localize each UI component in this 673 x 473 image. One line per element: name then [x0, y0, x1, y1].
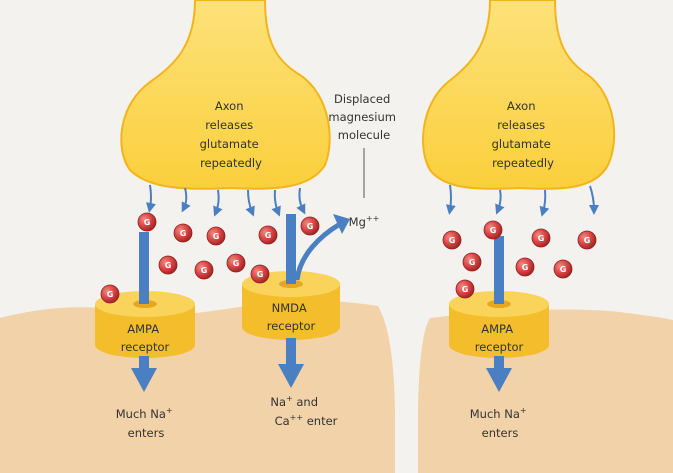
ampa-receptor-left — [95, 291, 195, 358]
glutamate-molecule: G — [515, 257, 535, 277]
glutamate-molecule: G — [226, 253, 246, 273]
glutamate-molecule: G — [250, 264, 270, 284]
svg-text:G: G — [538, 234, 545, 243]
release-arrow — [495, 189, 505, 215]
release-arrow — [181, 187, 191, 213]
ampa-receptor-right-label: AMPA receptor — [475, 322, 524, 354]
ion-arrow-ampa-right — [486, 236, 512, 392]
release-arrow — [296, 187, 306, 215]
ampa-receptor-right — [449, 291, 549, 358]
glutamate-molecule: G — [258, 225, 278, 245]
svg-text:G: G — [522, 263, 529, 272]
outcome-label-left: Much Na+ enters — [116, 402, 177, 440]
axon-label-right: Axon releases glutamate repeatedly — [492, 99, 555, 170]
release-arrow — [271, 189, 281, 217]
axon-terminal-left — [120, 0, 331, 190]
axon-terminal-right — [422, 0, 616, 190]
outcome-label-middle: Na+ and Ca++ enter — [270, 394, 337, 428]
outcome-label-right: Much Na+ enters — [470, 402, 531, 440]
glutamate-molecule: G — [462, 252, 482, 272]
nmda-receptor-label: NMDA receptor — [267, 301, 316, 333]
glutamate-molecule: G — [194, 260, 214, 280]
svg-text:G: G — [490, 226, 497, 235]
ion-arrow-ampa-left — [131, 232, 157, 392]
magnesium-displacement-arrow — [294, 214, 350, 281]
svg-text:G: G — [201, 266, 208, 275]
svg-text:G: G — [144, 218, 151, 227]
release-arrow — [445, 184, 456, 215]
glutamate-molecule: G — [455, 279, 475, 299]
svg-text:G: G — [180, 229, 187, 238]
glutamate-molecule: G — [483, 220, 503, 240]
ion-flow-arrows — [131, 214, 512, 392]
release-arrow — [146, 184, 156, 213]
svg-text:G: G — [165, 261, 172, 270]
svg-text:G: G — [265, 231, 272, 240]
magnesium-ion-label: Mg++ — [349, 214, 380, 229]
release-arrow — [213, 189, 223, 217]
release-arrows-right — [445, 184, 599, 217]
svg-text:G: G — [462, 285, 469, 294]
axon-label-left: Axon releases glutamate repeatedly — [200, 99, 263, 170]
svg-text:G: G — [469, 258, 476, 267]
svg-text:G: G — [584, 236, 591, 245]
svg-text:G: G — [560, 265, 567, 274]
svg-text:G: G — [449, 236, 456, 245]
displaced-magnesium-label: Displaced magnesium molecule — [328, 92, 399, 142]
glutamate-molecule: G — [553, 259, 573, 279]
svg-text:G: G — [233, 259, 240, 268]
glutamate-molecule: G — [100, 284, 120, 304]
glutamate-molecules: G G G G G G G G G G G G G G G G G G — [100, 212, 597, 304]
glutamate-molecule: G — [442, 230, 462, 250]
glutamate-molecule: G — [173, 223, 193, 243]
glutamate-molecule: G — [577, 230, 597, 250]
glutamate-molecule: G — [300, 216, 320, 236]
release-arrow — [539, 189, 550, 217]
release-arrow — [245, 189, 255, 217]
release-arrows-left — [146, 184, 306, 217]
svg-text:G: G — [257, 270, 264, 279]
ampa-receptor-left-label: AMPA receptor — [121, 322, 170, 354]
glutamate-molecule: G — [137, 212, 157, 232]
svg-text:G: G — [213, 232, 220, 241]
ion-arrow-nmda — [278, 214, 304, 388]
glutamate-molecule: G — [158, 255, 178, 275]
release-arrow — [588, 185, 599, 215]
svg-text:G: G — [307, 222, 314, 231]
svg-text:G: G — [107, 290, 114, 299]
glutamate-molecule: G — [531, 228, 551, 248]
glutamate-molecule: G — [206, 226, 226, 246]
